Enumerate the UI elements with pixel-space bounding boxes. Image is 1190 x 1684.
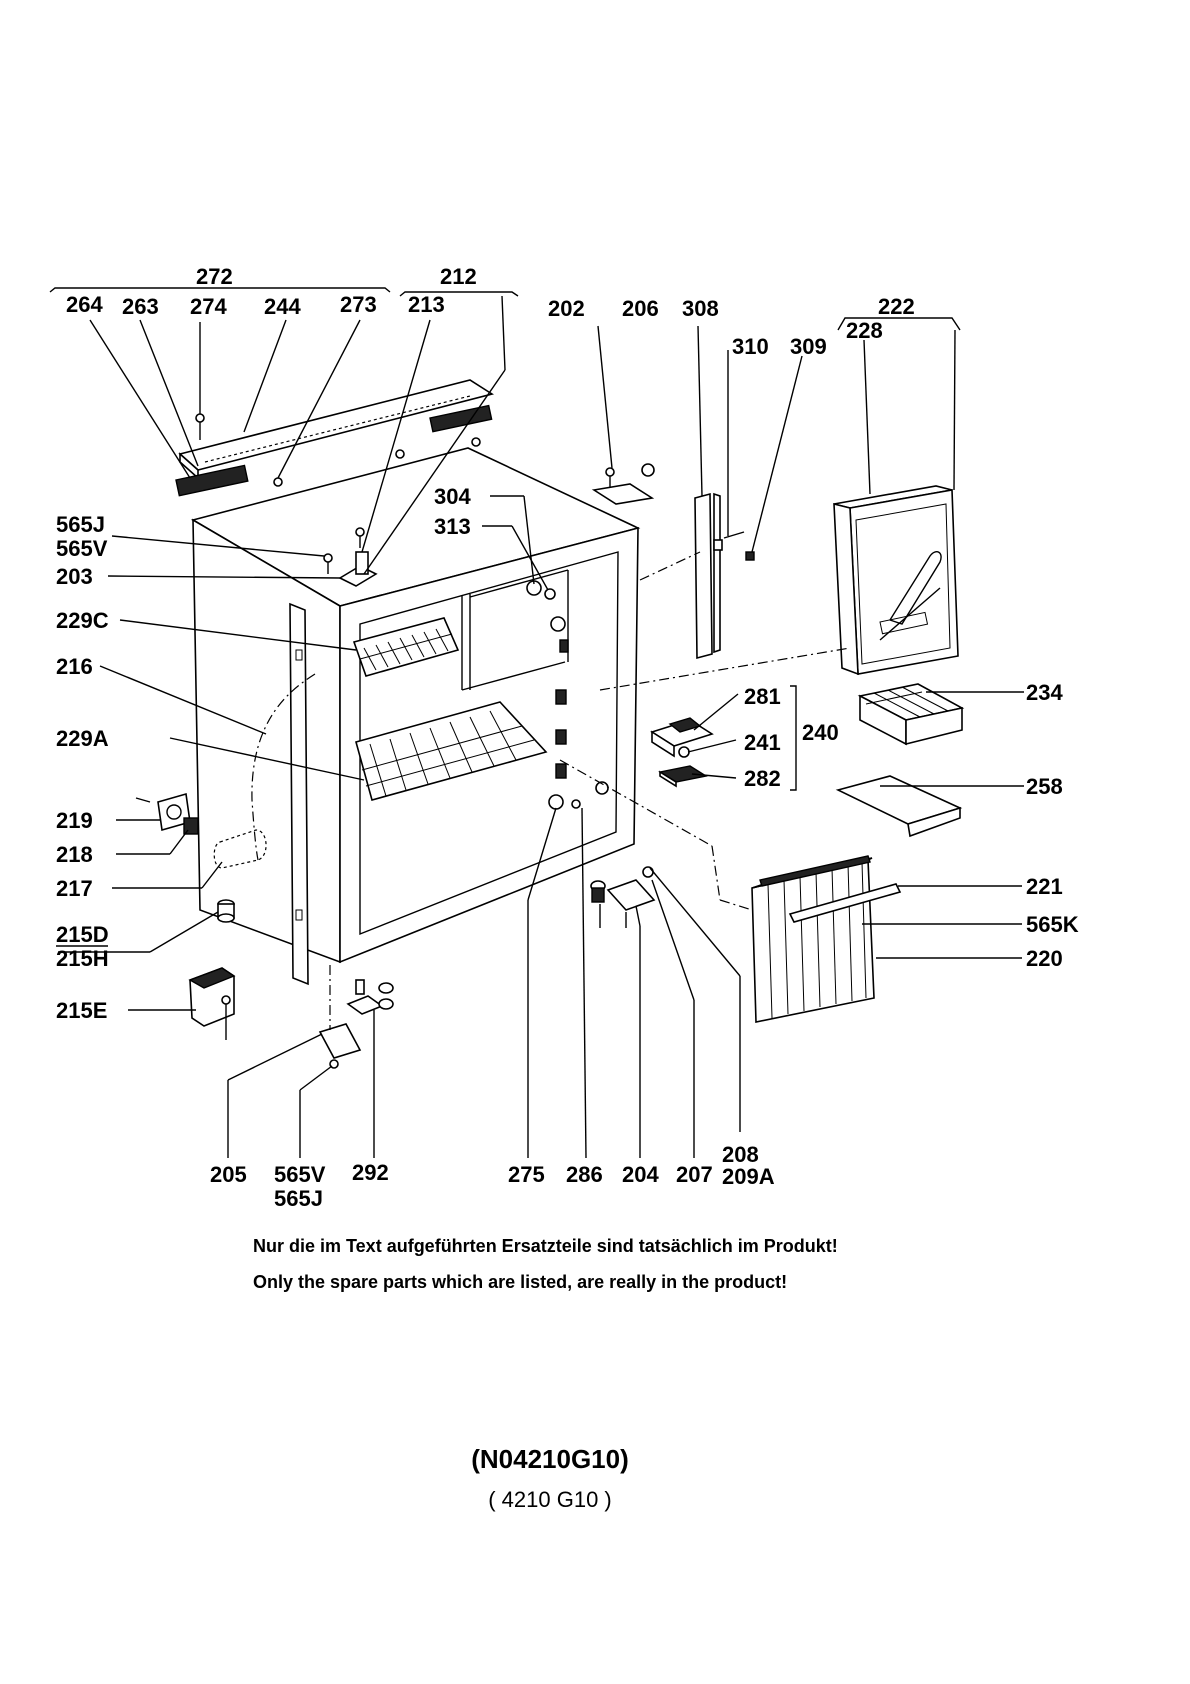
label-273: 273 (340, 292, 377, 317)
label-203: 203 (56, 564, 93, 589)
label-213: 213 (408, 292, 445, 317)
label-219: 219 (56, 808, 93, 833)
freezer-door-222 (833, 485, 959, 676)
label-202: 202 (548, 296, 585, 321)
screw-275-286 (548, 781, 609, 810)
note-german: Nur die im Text aufgeführten Ersatzteile… (253, 1236, 838, 1256)
label-308: 308 (682, 296, 719, 321)
label-565V-top: 565V (56, 536, 108, 561)
label-228: 228 (846, 318, 883, 343)
label-206: 206 (622, 296, 659, 321)
label-565V-bottom: 565V (274, 1162, 326, 1187)
label-216: 216 (56, 654, 93, 679)
label-275: 275 (508, 1162, 545, 1187)
exploded-parts-diagram: 272 212 264 263 274 244 273 213 202 206 … (49, 264, 1079, 1211)
seal-212 (429, 404, 493, 433)
label-215E: 215E (56, 998, 107, 1023)
bracket-215E (188, 967, 236, 1040)
label-207: 207 (676, 1162, 713, 1187)
label-218: 218 (56, 842, 93, 867)
parts-310-309 (713, 531, 755, 561)
label-565K: 565K (1026, 912, 1079, 937)
label-229A: 229A (56, 726, 109, 751)
label-258: 258 (1026, 774, 1063, 799)
label-208: 208 (722, 1142, 759, 1167)
hinge-292 (346, 979, 394, 1015)
shelf-229C (352, 617, 460, 677)
label-215H: 215H (56, 946, 109, 971)
label-286: 286 (566, 1162, 603, 1187)
label-313: 313 (434, 514, 471, 539)
foot-215D (217, 899, 235, 923)
label-221: 221 (1026, 874, 1063, 899)
label-304: 304 (434, 484, 471, 509)
label-292: 292 (352, 1160, 389, 1185)
bulb-241 (678, 746, 690, 758)
screws-272 (195, 413, 481, 487)
label-234: 234 (1026, 680, 1063, 705)
screws-top (323, 527, 365, 574)
label-215D: 215D (56, 922, 109, 947)
label-263: 263 (122, 294, 159, 319)
door-strip-308 (694, 492, 721, 660)
top-cover-244 (178, 379, 494, 480)
label-217: 217 (56, 876, 93, 901)
group-bracket-222 (837, 317, 961, 331)
label-222: 222 (878, 294, 915, 319)
group-bracket-240 (790, 685, 797, 791)
lamp-socket-282 (658, 765, 708, 788)
drain-tube-216 (251, 673, 316, 861)
drip-tray-258 (835, 775, 963, 838)
label-229C: 229C (56, 608, 109, 633)
label-565J-bottom: 565J (274, 1186, 323, 1211)
thermostat-knob (526, 580, 566, 632)
group-bracket-212 (399, 291, 519, 297)
ice-tray-234 (857, 683, 965, 746)
label-274: 274 (190, 294, 227, 319)
label-272: 272 (196, 264, 233, 289)
lamp-cover-281 (650, 717, 714, 758)
label-220: 220 (1026, 946, 1063, 971)
handle-221 (788, 883, 902, 923)
label-212: 212 (440, 264, 477, 289)
condenser-grill-220 (751, 855, 875, 1023)
shelf-229A (355, 701, 548, 801)
cover-219 (135, 792, 191, 832)
label-281: 281 (744, 684, 781, 709)
container-217 (213, 829, 267, 869)
label-209A: 209A (722, 1164, 775, 1189)
cabinet-body (190, 447, 641, 986)
label-205: 205 (210, 1162, 247, 1187)
seal-263 (175, 464, 249, 497)
hinge-202 (591, 463, 655, 505)
model-code: (N04210G10) (471, 1444, 629, 1474)
notes-block: Nur die im Text aufgeführten Ersatzteile… (253, 1228, 1033, 1300)
label-310: 310 (732, 334, 769, 359)
note-english: Only the spare parts which are listed, a… (253, 1272, 788, 1292)
hinge-205 (318, 965, 362, 1069)
label-244: 244 (264, 294, 301, 319)
label-241: 241 (744, 730, 781, 755)
label-240: 240 (802, 720, 839, 745)
hinge-204 (590, 866, 656, 928)
shelf-supports (555, 639, 569, 779)
label-282: 282 (744, 766, 781, 791)
label-309: 309 (790, 334, 827, 359)
leader-lines (58, 295, 1024, 1159)
label-264: 264 (66, 292, 103, 317)
label-204: 204 (622, 1162, 659, 1187)
label-565J-top: 565J (56, 512, 105, 537)
model-subcode: ( 4210 G10 ) (488, 1487, 612, 1512)
group-bracket-272 (49, 287, 391, 293)
